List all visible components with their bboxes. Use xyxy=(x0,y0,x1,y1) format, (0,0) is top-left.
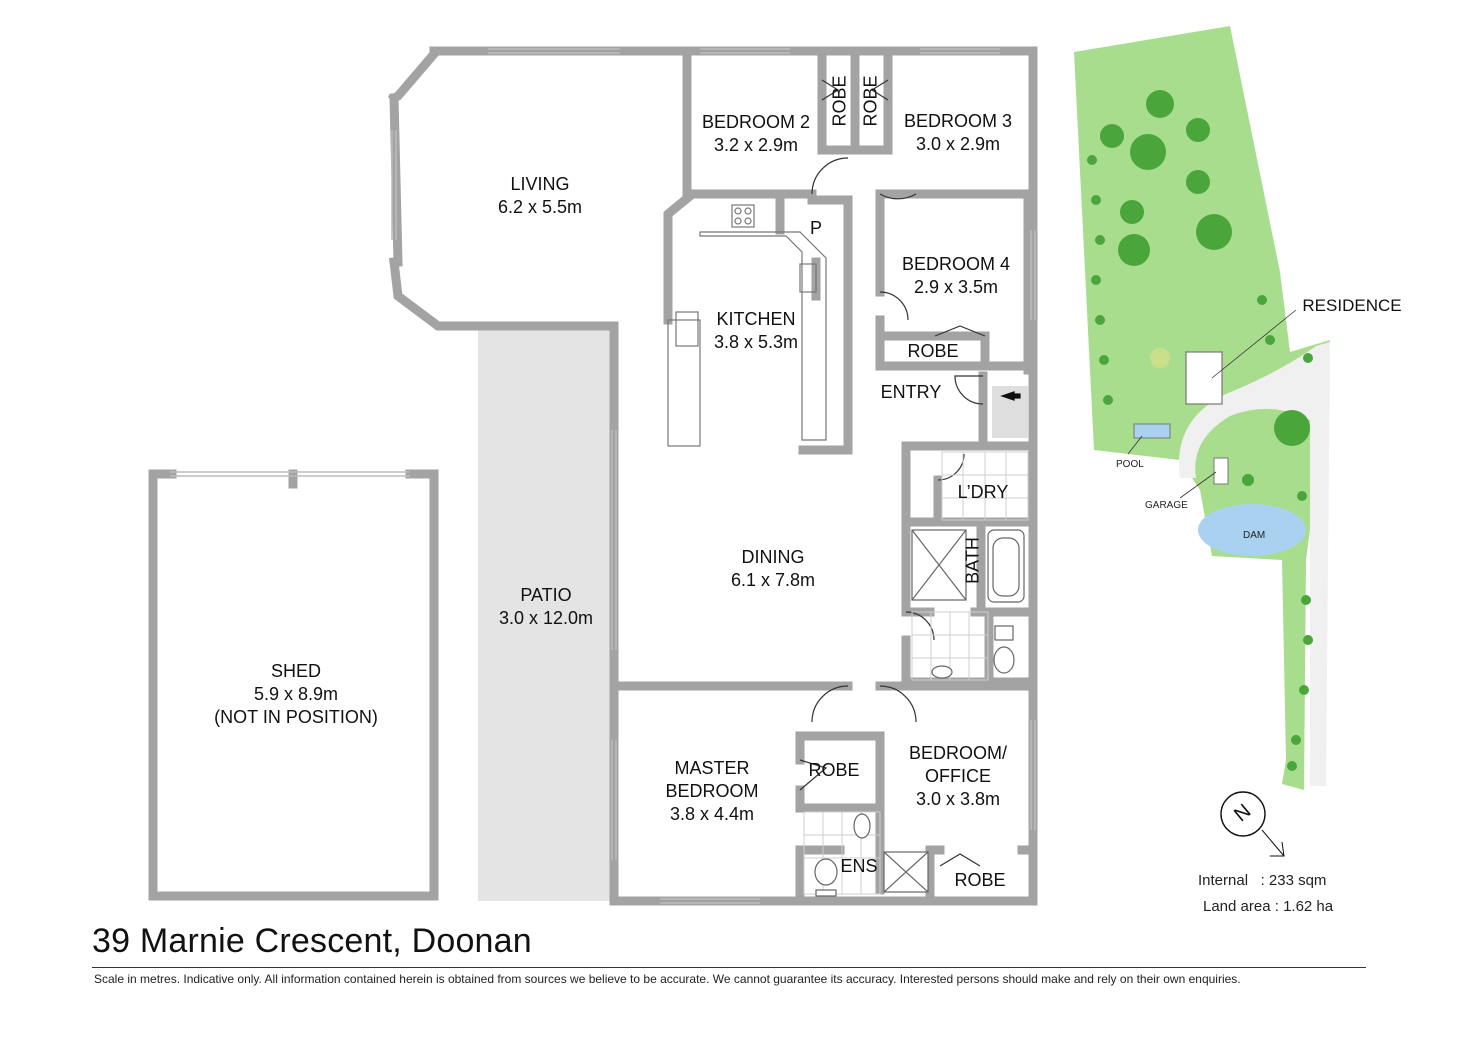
room-shed: SHED 5.9 x 8.9m (NOT IN POSITION) xyxy=(196,660,396,729)
disclaimer: Scale in metres. Indicative only. All in… xyxy=(94,972,1241,986)
room-size: 3.8 x 4.4m xyxy=(669,804,755,824)
room-bath: BATH xyxy=(962,537,983,584)
internal-area-label: Internal xyxy=(1198,872,1249,889)
room-entry: ENTRY xyxy=(880,382,942,402)
room-name: SHED xyxy=(270,661,321,681)
title-divider xyxy=(92,967,1366,968)
room-size: 6.2 x 5.5m xyxy=(497,197,583,217)
site-garage-label: GARAGE xyxy=(1145,500,1188,511)
kitchen-bench xyxy=(667,204,827,447)
doors xyxy=(799,79,986,867)
room-size: 5.9 x 8.9m xyxy=(253,684,339,704)
room-robe-a: ROBE xyxy=(829,75,850,127)
room-name-line1: MASTER xyxy=(674,758,750,778)
room-living: LIVING 6.2 x 5.5m xyxy=(470,173,610,219)
room-size: 3.2 x 2.9m xyxy=(713,135,799,155)
fixtures xyxy=(814,386,1028,897)
driveway xyxy=(1178,342,1330,786)
site-pool-label: POOL xyxy=(1116,459,1144,470)
internal-area: Internal : 233 sqm xyxy=(1198,872,1326,889)
room-name: PATIO xyxy=(520,585,572,605)
room-size: 6.1 x 7.8m xyxy=(730,570,816,590)
room-name: LIVING xyxy=(510,174,570,194)
room-master-bedroom: MASTER BEDROOM 3.8 x 4.4m xyxy=(646,757,778,826)
room-name: DINING xyxy=(741,547,805,567)
room-kitchen: KITCHEN 3.8 x 5.3m xyxy=(690,308,822,354)
room-robe-office: ROBE xyxy=(954,870,1006,890)
room-bedroom-2: BEDROOM 2 3.2 x 2.9m xyxy=(690,111,822,157)
room-ensuite: ENS xyxy=(840,856,878,876)
room-note: (NOT IN POSITION) xyxy=(214,707,378,727)
room-size: 3.8 x 5.3m xyxy=(713,332,799,352)
dam xyxy=(1198,504,1306,556)
site-dam-label: DAM xyxy=(1243,530,1266,541)
site-plan xyxy=(1074,26,1330,857)
compass xyxy=(1220,791,1285,857)
room-name-line1: BEDROOM/ xyxy=(908,743,1007,763)
room-pantry: P xyxy=(809,218,822,238)
internal-area-value: : 233 sqm xyxy=(1260,872,1327,889)
room-robe-4: ROBE xyxy=(907,341,959,361)
room-robe-master: ROBE xyxy=(808,760,860,780)
land-area: Land area : 1.62 ha xyxy=(1203,898,1333,915)
room-bedroom-4: BEDROOM 4 2.9 x 3.5m xyxy=(890,253,1022,299)
site-residence-label: RESIDENCE xyxy=(1302,296,1402,315)
room-bedroom-3: BEDROOM 3 3.0 x 2.9m xyxy=(892,110,1024,156)
room-size: 2.9 x 3.5m xyxy=(913,277,999,297)
residence-footprint xyxy=(1185,351,1223,405)
room-patio: PATIO 3.0 x 12.0m xyxy=(476,584,616,630)
land-area-value: : 1.62 ha xyxy=(1274,898,1334,915)
room-size: 3.0 x 3.8m xyxy=(915,789,1001,809)
patio-area xyxy=(478,326,614,901)
room-size: 3.0 x 12.0m xyxy=(498,608,594,628)
room-name: BEDROOM 2 xyxy=(701,112,811,132)
tiles xyxy=(803,451,1029,895)
walls xyxy=(148,46,1038,906)
room-name: BEDROOM 3 xyxy=(903,111,1013,131)
room-laundry: L’DRY xyxy=(957,482,1009,502)
page-title: 39 Marnie Crescent, Doonan xyxy=(92,922,532,960)
room-dining: DINING 6.1 x 7.8m xyxy=(700,546,846,592)
garage-footprint xyxy=(1213,457,1229,485)
room-size: 3.0 x 2.9m xyxy=(915,134,1001,154)
windows xyxy=(170,48,1036,904)
room-name-line2: BEDROOM xyxy=(665,781,759,801)
pool xyxy=(1133,423,1171,439)
room-name: KITCHEN xyxy=(716,309,796,329)
room-name-line2: OFFICE xyxy=(925,766,991,786)
room-name: BEDROOM 4 xyxy=(901,254,1011,274)
land-area-label: Land area xyxy=(1203,898,1271,915)
room-bedroom-office: BEDROOM/ OFFICE 3.0 x 3.8m xyxy=(892,742,1024,811)
room-robe-b: ROBE xyxy=(860,75,881,127)
